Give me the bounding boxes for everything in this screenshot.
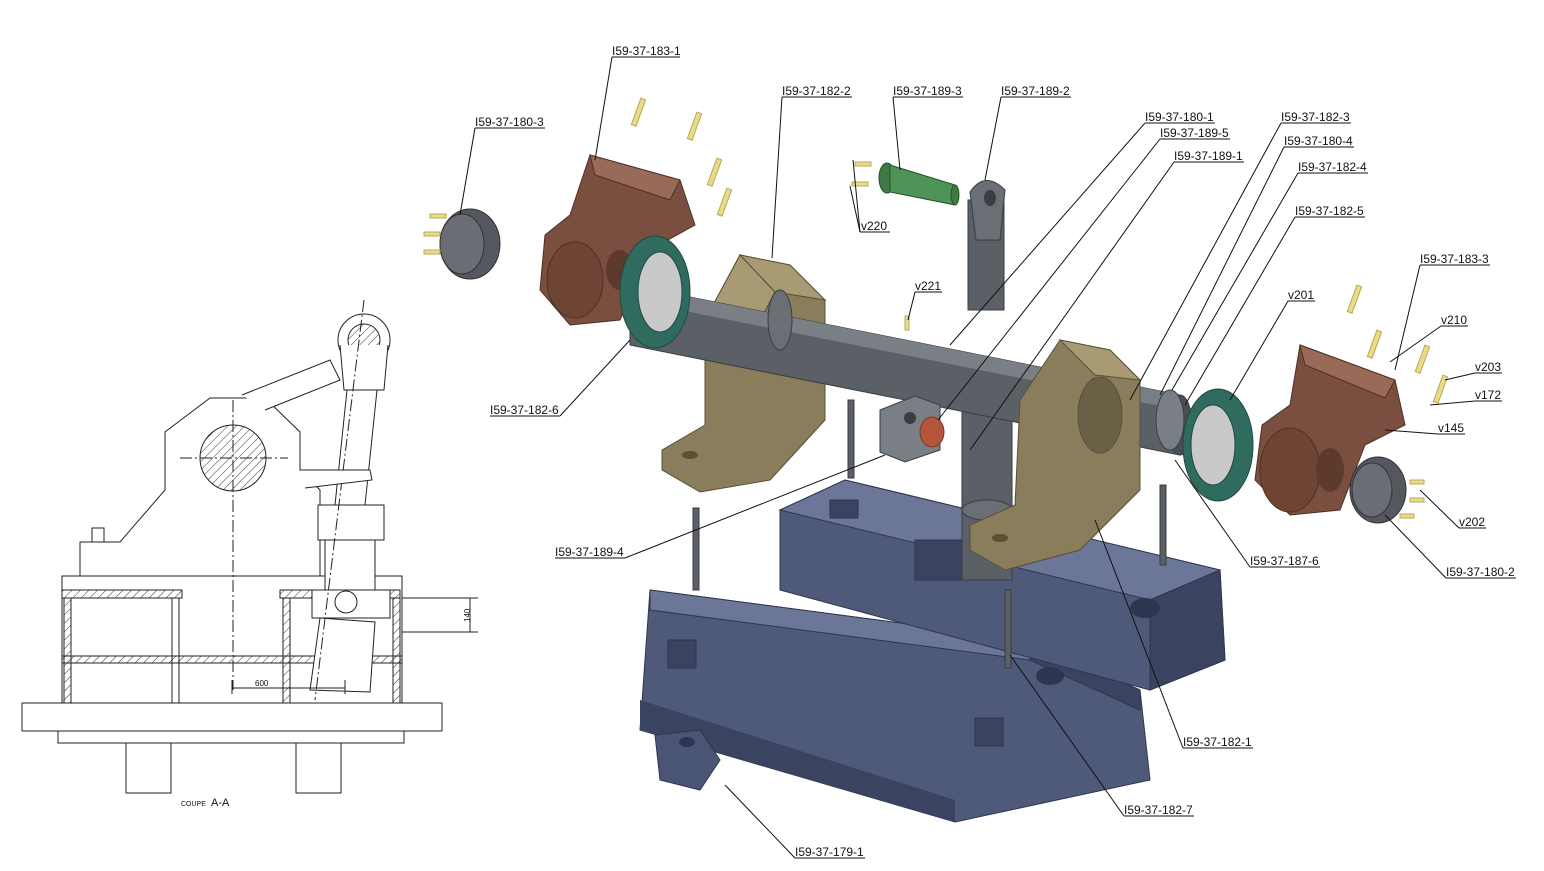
section-title-prefix: COUPE — [181, 801, 206, 808]
label-I59-37-182-4: I59-37-182-4 — [1298, 160, 1367, 174]
label-I59-37-180-2: I59-37-180-2 — [1446, 565, 1515, 579]
dimension-600: 600 — [255, 679, 269, 688]
flange-left — [619, 235, 691, 349]
label-v145: v145 — [1438, 421, 1464, 435]
label-I59-37-182-2: I59-37-182-2 — [782, 84, 851, 98]
label-I59-37-189-3: I59-37-189-3 — [893, 84, 962, 98]
section-title: A-A — [211, 797, 230, 809]
anchor-studs — [692, 399, 1167, 669]
leader-lines — [459, 56, 1516, 859]
pin-green — [878, 162, 960, 206]
label-I59-37-180-3: I59-37-180-3 — [475, 115, 544, 129]
label-I59-37-179-1: I59-37-179-1 — [795, 845, 864, 859]
label-I59-37-189-2: I59-37-189-2 — [1001, 84, 1070, 98]
label-I59-37-180-1: I59-37-180-1 — [1145, 110, 1214, 124]
label-I59-37-189-5: I59-37-189-5 — [1160, 126, 1229, 140]
label-v203: v203 — [1475, 360, 1501, 374]
label-I59-37-189-4: I59-37-189-4 — [555, 545, 624, 559]
label-I59-37-187-6: I59-37-187-6 — [1250, 554, 1319, 568]
flange-right — [1155, 388, 1254, 502]
end-cap-right — [1349, 456, 1407, 524]
part-labels: I59-37-183-1 I59-37-180-3 I59-37-182-2 I… — [475, 44, 1515, 859]
label-v220: v220 — [861, 219, 887, 233]
label-v210: v210 — [1441, 313, 1467, 327]
clevis-block — [879, 395, 945, 463]
bracket-right — [1254, 344, 1406, 516]
label-I59-37-183-3: I59-37-183-3 — [1420, 252, 1489, 266]
base-frame-upper — [778, 479, 1226, 691]
label-v221: v221 — [915, 279, 941, 293]
bolts-right — [1346, 284, 1449, 519]
label-v202: v202 — [1459, 515, 1485, 529]
section-drawing — [21, 299, 478, 794]
bolts-left-bracket — [630, 97, 733, 217]
end-cap-left — [439, 208, 501, 280]
label-I59-37-182-7: I59-37-182-7 — [1124, 803, 1193, 817]
label-v201: v201 — [1288, 288, 1314, 302]
dimension-140: 140 — [463, 608, 472, 622]
bolts-pin — [851, 161, 910, 331]
label-I59-37-182-3: I59-37-182-3 — [1281, 110, 1350, 124]
label-I59-37-182-5: I59-37-182-5 — [1295, 204, 1364, 218]
label-I59-37-183-1: I59-37-183-1 — [612, 44, 681, 58]
bolts-left-cap — [423, 213, 447, 255]
label-I59-37-180-4: I59-37-180-4 — [1284, 134, 1353, 148]
label-I59-37-189-1: I59-37-189-1 — [1174, 149, 1243, 163]
label-v172: v172 — [1475, 388, 1501, 402]
label-I59-37-182-1: I59-37-182-1 — [1183, 735, 1252, 749]
bearing-block-right — [969, 339, 1142, 571]
label-I59-37-182-6: I59-37-182-6 — [490, 403, 559, 417]
